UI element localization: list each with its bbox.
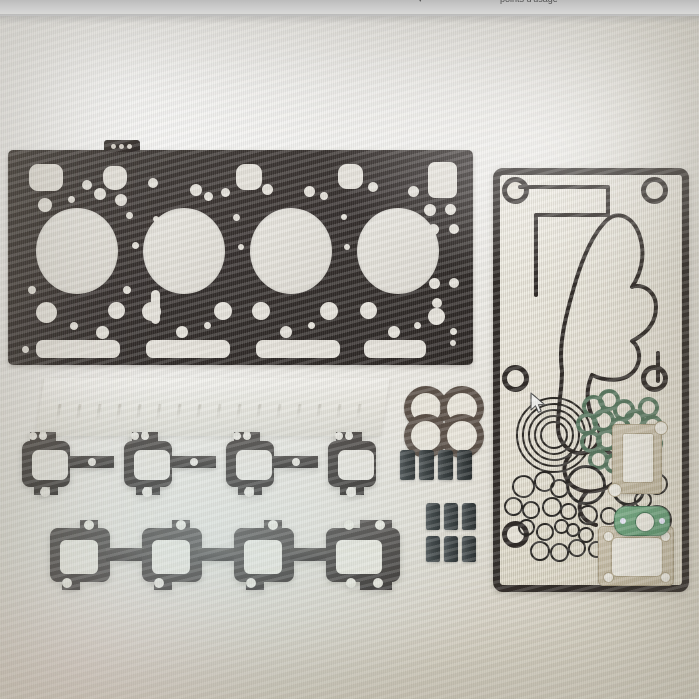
black-oring	[578, 505, 598, 525]
valve-stem-seal	[426, 503, 440, 530]
black-oring	[504, 497, 523, 516]
cut-off-ui-bar[interactable]: ▾ · points d'usage	[0, 0, 699, 16]
black-oring	[530, 541, 550, 561]
valve-cover-gasket	[493, 168, 689, 592]
black-oring	[522, 501, 540, 519]
ui-separator-dot: ·	[470, 0, 699, 9]
head-gasket-bore	[143, 208, 225, 294]
head-gasket-bore	[250, 208, 332, 294]
head-gasket-tab	[104, 140, 140, 152]
spiral-seal-ring	[534, 415, 574, 455]
black-oring	[512, 475, 535, 498]
ui-chevron-down-icon[interactable]: ▾	[418, 0, 699, 9]
valve-stem-seal	[438, 450, 453, 480]
spiral-seal-ring	[540, 421, 568, 449]
black-oring	[566, 465, 606, 505]
valve-stem-seal	[462, 503, 476, 530]
black-oring	[550, 543, 569, 562]
arrow-cursor	[530, 392, 545, 413]
black-oring	[518, 519, 535, 536]
valve-stem-seal	[426, 536, 440, 562]
valve-stem-seal	[444, 536, 458, 562]
valve-stem-seal	[444, 503, 458, 530]
ui-label-fragment[interactable]: points d'usage	[500, 0, 699, 9]
exhaust-manifold-gasket	[50, 520, 400, 590]
ui-bar-shadow	[0, 14, 699, 24]
head-gasket-bore	[36, 208, 118, 294]
intake-manifold-gasket	[22, 432, 376, 497]
cylinder-head-gasket	[8, 140, 473, 365]
valve-stem-seal	[462, 536, 476, 562]
paper-flange-gasket	[608, 421, 668, 497]
thermostat-gasket	[614, 506, 670, 536]
black-oring	[578, 527, 594, 543]
black-oring	[550, 479, 569, 498]
black-oring	[536, 523, 554, 541]
valve-stem-seal	[419, 450, 434, 480]
spiral-seal-ring	[528, 409, 580, 461]
valve-stem-seal	[457, 450, 472, 480]
head-gasket-bore	[357, 208, 439, 294]
black-oring	[560, 503, 577, 520]
black-oring	[568, 539, 586, 557]
valve-stem-seal	[400, 450, 415, 480]
black-oring	[542, 497, 562, 517]
